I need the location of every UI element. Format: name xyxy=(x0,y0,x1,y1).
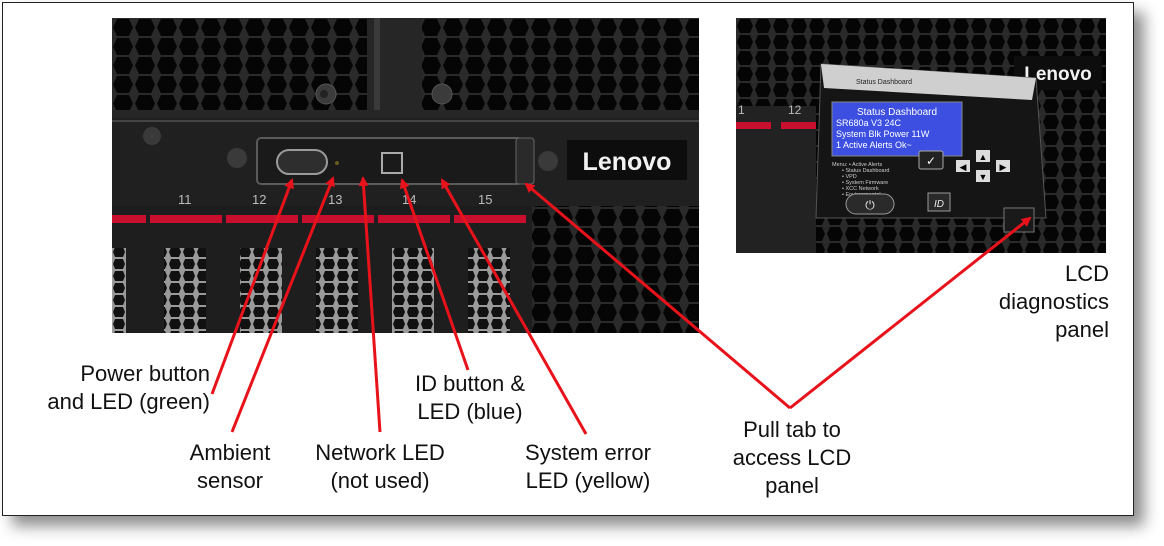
svg-text:ID: ID xyxy=(934,199,944,210)
ambient-sensor-label: Ambient sensor xyxy=(189,440,271,493)
lcd-screen xyxy=(831,101,963,157)
server-front-photo: Lenovo 11 12 13 14 15 xyxy=(112,18,699,333)
bay-number: 13 xyxy=(328,192,342,207)
bay-number: 12 xyxy=(252,192,266,207)
arrow-left-icon: ◀ xyxy=(960,162,967,172)
network-led-label: Network LED (not used) xyxy=(315,440,445,493)
bay-number: 1 xyxy=(738,103,745,117)
svg-text:Lenovo: Lenovo xyxy=(1024,64,1092,85)
bay-number: 14 xyxy=(402,192,416,207)
checkmark-icon: ✓ xyxy=(926,154,936,168)
arrow-up-icon: ▲ xyxy=(979,152,988,162)
lcd-id-button[interactable] xyxy=(927,192,951,212)
svg-text:• System Firmware: • System Firmware xyxy=(842,180,888,186)
lcd-line: 1 Active Alerts Ok~ xyxy=(836,140,912,150)
power-button[interactable] xyxy=(276,149,328,175)
id-button-label: ID button & LED (blue) xyxy=(414,371,526,424)
lcd-panel-illustration: 1 12 Lenovo Status Dashboard Status Dash… xyxy=(736,18,1106,253)
lcd-panel-photo: 1 12 Lenovo Status Dashboard Status Dash… xyxy=(736,18,1106,253)
lenovo-logo xyxy=(567,140,687,180)
lcd-power-button[interactable] xyxy=(845,193,895,215)
svg-text:• XCC Network: • XCC Network xyxy=(842,186,879,192)
power-button-label: Power button and LED (green) xyxy=(47,361,210,414)
id-button[interactable] xyxy=(381,152,403,174)
lcd-line: System Blk Power 11W xyxy=(836,129,930,139)
lcd-up-button[interactable] xyxy=(976,150,990,162)
svg-text:Menu: • Active Alerts: Menu: • Active Alerts xyxy=(832,162,882,168)
lcd-header-title: Status Dashboard xyxy=(856,79,912,86)
bay-number: 12 xyxy=(788,103,802,117)
lcd-panel-label: LCD diagnostics panel xyxy=(998,261,1109,342)
arrow-down-icon: ▼ xyxy=(979,172,988,182)
bay-number: 11 xyxy=(178,192,192,207)
bay-number: 15 xyxy=(478,192,492,207)
lcd-left-button[interactable] xyxy=(956,160,970,172)
top-right-grille xyxy=(422,18,699,110)
svg-text:• Status Dashboard: • Status Dashboard xyxy=(842,168,889,174)
lcd-select-button[interactable] xyxy=(918,150,944,170)
lcd-right-button[interactable] xyxy=(996,160,1010,172)
system-error-label: System error LED (yellow) xyxy=(525,440,651,493)
arrow-right-icon: ▶ xyxy=(1000,162,1007,172)
pull-tab[interactable] xyxy=(515,137,535,185)
lcd-line: Status Dashboard xyxy=(857,107,937,118)
lcd-line: SR680a V3 24C xyxy=(836,118,902,128)
svg-text:• VPD: • VPD xyxy=(842,174,857,180)
svg-text:Lenovo: Lenovo xyxy=(583,148,672,176)
pull-tab-label: Pull tab to access LCD panel xyxy=(732,417,852,498)
ambient-sensor xyxy=(335,161,339,165)
server-front-illustration: Lenovo 11 12 13 14 15 xyxy=(112,18,699,333)
power-icon: ⏻ xyxy=(865,198,875,212)
lcd-pull-tab[interactable] xyxy=(1003,207,1035,233)
lcd-down-button[interactable] xyxy=(976,170,990,182)
lower-right-grille xyxy=(532,206,699,333)
